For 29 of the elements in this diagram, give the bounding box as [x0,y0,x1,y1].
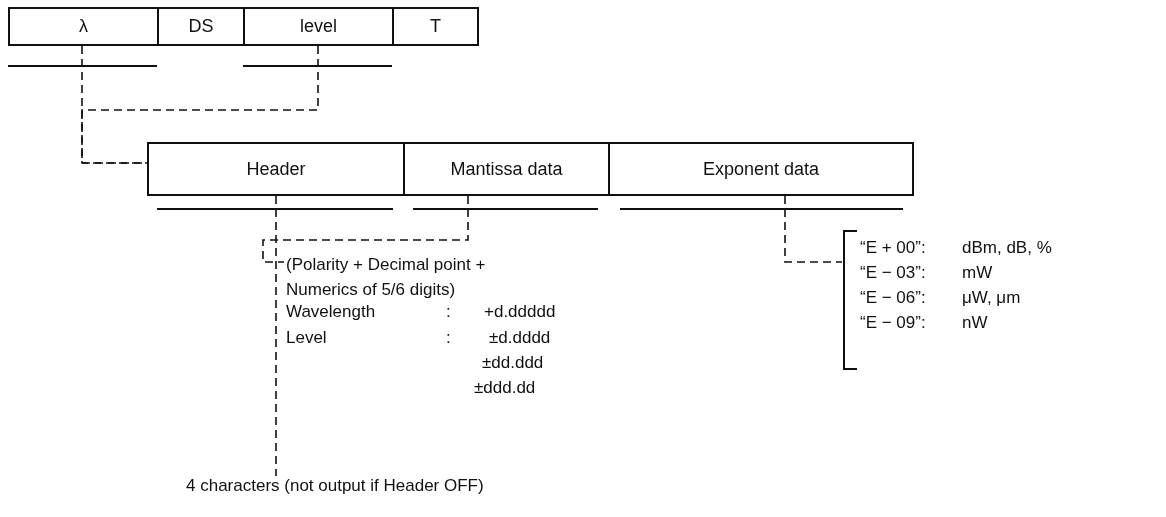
format-text: +d.ddddd [484,302,556,322]
leader-line [262,195,469,263]
exponent-code: “E − 09”: [860,313,926,333]
unit-text: μW, μm [962,288,1021,308]
unit-text: dBm, dB, % [962,238,1052,258]
leader-line [275,195,277,477]
field-box: λ [8,7,159,46]
leader-line [784,195,843,263]
exponent-code: “E − 03”: [860,263,926,283]
field-box: DS [157,7,245,46]
colon: : [446,328,451,348]
field-box: Exponent data [608,142,914,196]
format-text: ±dd.ddd [482,353,544,373]
colon: : [446,302,451,322]
field-box: Header [147,142,405,196]
note-text: 4 characters (not output if Header OFF) [186,476,526,498]
description-text: (Polarity + Decimal point + Numerics of 5/6 digits) [286,254,487,301]
unit-text: nW [962,313,988,333]
leader-line [81,45,319,164]
field-box: T [392,7,479,46]
format-text: ±ddd.dd [474,378,536,398]
format-text: ±d.dddd [489,328,551,348]
unit-text: mW [962,263,993,283]
field-label: Wavelength [286,302,376,322]
exponent-code: “E + 00”: [860,238,926,258]
field-box: level [243,7,394,46]
field-label: Level [286,328,327,348]
field-box: Mantissa data [403,142,610,196]
exponent-code: “E − 06”: [860,288,926,308]
